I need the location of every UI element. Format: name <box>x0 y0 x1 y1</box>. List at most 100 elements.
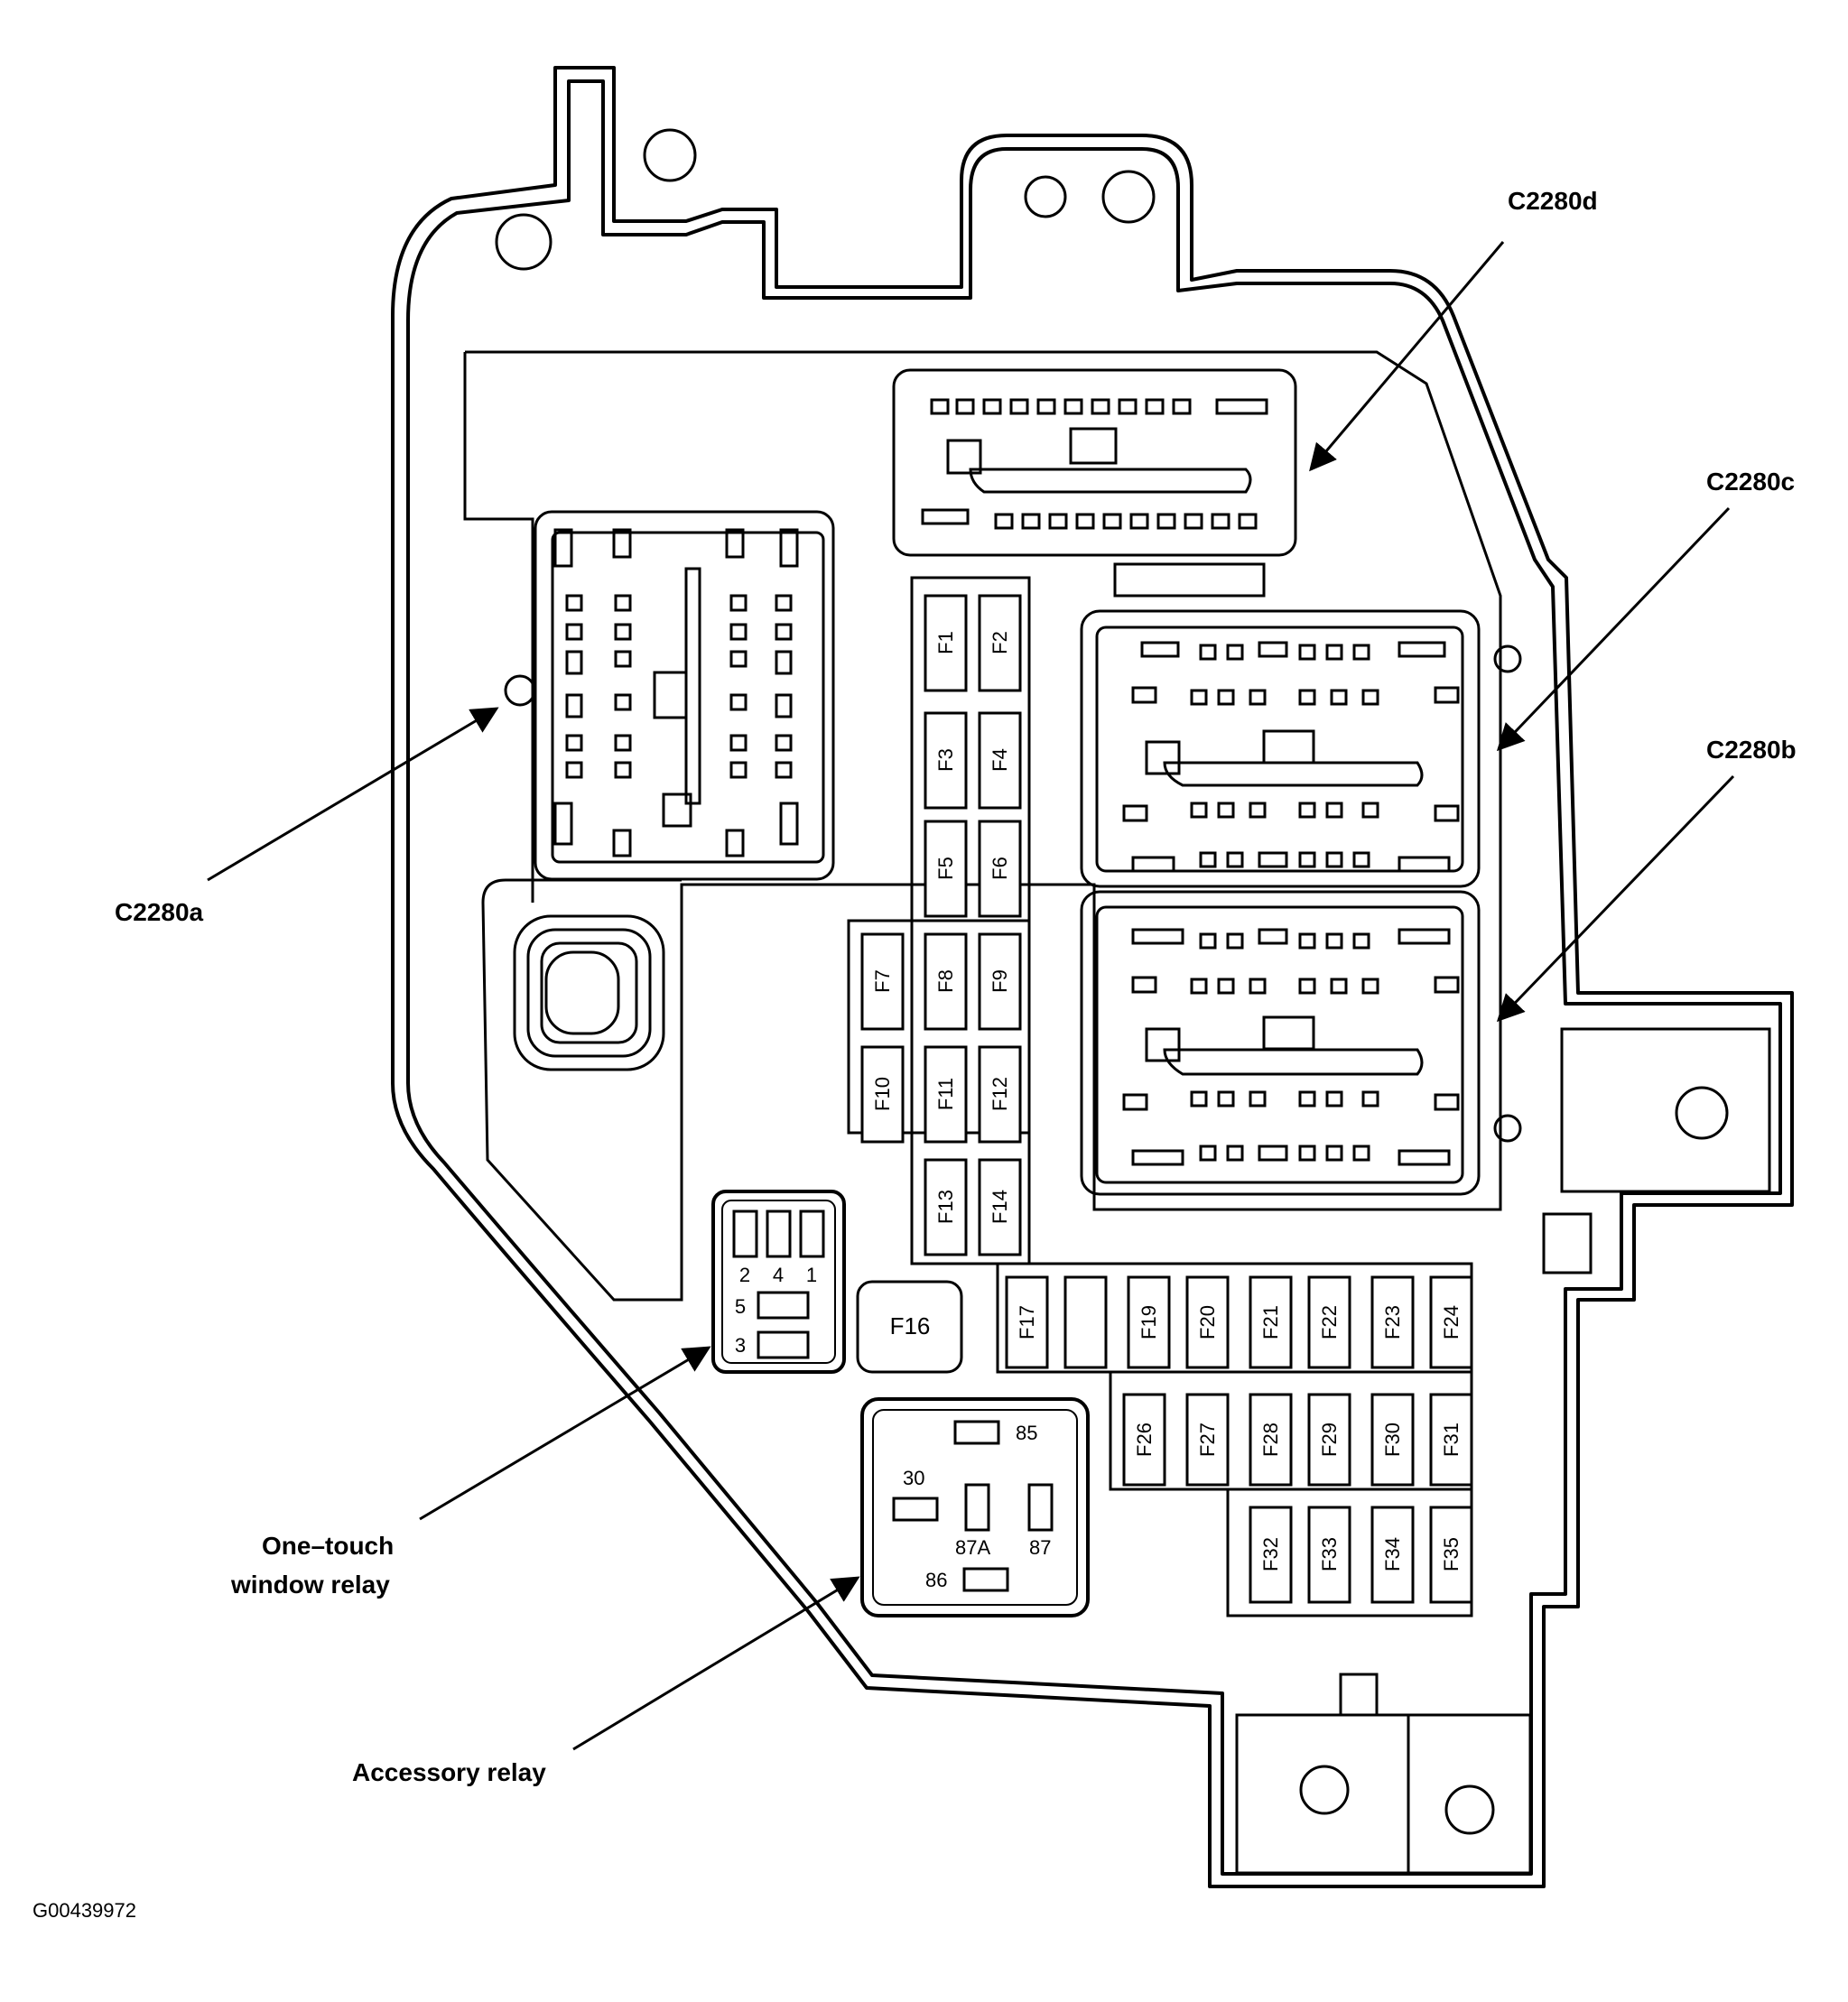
fuse-label-f35: F35 <box>1440 1537 1463 1571</box>
fuse-f28 <box>1249 1393 1293 1487</box>
fuse-labels: F1 F2 F3 F4 F5 F6 F7 F8 F9 F10 F11 F12 F… <box>871 631 1463 1571</box>
c2280d-pins-top <box>930 398 1268 415</box>
fuse-f26 <box>1122 1393 1166 1487</box>
connector-c2280d <box>892 368 1297 557</box>
arrow-c2280d <box>1309 241 1505 472</box>
arrow-one-touch-relay <box>419 1346 711 1521</box>
fuse-label-f27: F27 <box>1196 1423 1219 1457</box>
fuse-label-f8: F8 <box>934 969 957 993</box>
fuse-f16 <box>856 1280 963 1374</box>
fuse-label-f30: F30 <box>1381 1423 1404 1457</box>
connector-c2280a <box>504 510 835 881</box>
relay-pin-2: 2 <box>739 1264 750 1286</box>
fuse-f1 <box>924 594 968 692</box>
callout-accessory-relay: Accessory relay <box>352 1758 546 1786</box>
arrow-accessory-relay <box>572 1576 860 1751</box>
fuse-f5 <box>924 820 968 918</box>
fuse-f11 <box>924 1045 968 1144</box>
relay-pin-4: 4 <box>773 1264 784 1286</box>
fuse-f6 <box>978 820 1022 918</box>
fuse-label-f20: F20 <box>1196 1305 1219 1339</box>
fuse-label-f34: F34 <box>1381 1537 1404 1571</box>
fuse-f27 <box>1185 1393 1230 1487</box>
fuse-f13 <box>924 1158 968 1256</box>
fuse-label-f31: F31 <box>1440 1423 1463 1457</box>
fuse-f20 <box>1185 1275 1230 1369</box>
relay-pin-85: 85 <box>1016 1422 1037 1444</box>
callout-c2280b: C2280b <box>1706 736 1797 764</box>
callout-c2280a: C2280a <box>115 898 204 926</box>
c2280a-pins <box>553 528 799 857</box>
fuse-f21 <box>1249 1275 1293 1369</box>
fuse-f7 <box>860 932 905 1031</box>
fuse-label-f17: F17 <box>1016 1305 1038 1339</box>
mounting-holes <box>495 128 1729 1835</box>
fuse-f35 <box>1429 1506 1473 1604</box>
mounting-tabs <box>1235 1027 1771 1875</box>
fuse-label-f5: F5 <box>934 857 957 880</box>
fuse-label-f10: F10 <box>871 1077 894 1111</box>
c2280d-pins-bottom <box>921 508 1258 530</box>
fuse-label-f23: F23 <box>1381 1305 1404 1339</box>
fuse-f10 <box>860 1045 905 1144</box>
fuse-label-f11: F11 <box>934 1078 957 1110</box>
fuse-label-f29: F29 <box>1318 1423 1341 1457</box>
one-touch-window-relay-socket: 2 4 1 5 3 <box>711 1190 846 1374</box>
fuse-f24 <box>1429 1275 1473 1369</box>
fuse-label-f9: F9 <box>989 969 1011 993</box>
fuse-label-f21: F21 <box>1259 1305 1282 1339</box>
relay-pin-5: 5 <box>735 1295 746 1318</box>
fuse-f22 <box>1307 1275 1351 1369</box>
c2280b-pins <box>1122 928 1460 1166</box>
housing-outline <box>391 66 1794 1888</box>
fuse-label-f3: F3 <box>934 748 957 772</box>
fuse-label-f14: F14 <box>989 1190 1011 1224</box>
fuse-label-f16: F16 <box>890 1312 931 1339</box>
fuse-label-f13: F13 <box>934 1190 957 1224</box>
relay-pin-3: 3 <box>735 1334 746 1357</box>
relay-pin-87a: 87A <box>955 1536 990 1559</box>
callout-c2280c: C2280c <box>1706 468 1795 496</box>
fuse-f14 <box>978 1158 1022 1256</box>
fuse-f19 <box>1127 1275 1171 1369</box>
fuse-f31 <box>1429 1393 1473 1487</box>
figure-id: G00439972 <box>33 1899 136 1922</box>
fuse-f33 <box>1307 1506 1351 1604</box>
connector-c2280c <box>1080 562 1522 888</box>
fuse-f17 <box>1005 1275 1049 1369</box>
callout-arrows <box>207 241 1735 1751</box>
callout-one-touch-line1: One–touch <box>262 1532 394 1560</box>
fuse-f23 <box>1370 1275 1415 1369</box>
fuse-label-f19: F19 <box>1138 1305 1160 1339</box>
relay-pin-86: 86 <box>925 1569 947 1591</box>
arrow-c2280a <box>207 707 499 882</box>
fuse-f4 <box>978 711 1022 810</box>
callout-labels: C2280d C2280c C2280b C2280a One–touch wi… <box>115 187 1797 1786</box>
fuse-f8 <box>924 932 968 1031</box>
fuse-f2 <box>978 594 1022 692</box>
fuse-label-f4: F4 <box>989 748 1011 772</box>
relay-pin-1: 1 <box>806 1264 817 1286</box>
accessory-relay-socket: 85 30 87A 87 86 <box>860 1397 1090 1617</box>
fuse-f12 <box>978 1045 1022 1144</box>
fuse-label-f24: F24 <box>1440 1305 1463 1339</box>
callout-c2280d: C2280d <box>1508 187 1598 215</box>
fuse-label-f1: F1 <box>934 631 957 654</box>
fuse-label-f2: F2 <box>989 631 1011 654</box>
fuse-label-f28: F28 <box>1259 1423 1282 1457</box>
connector-c2280b <box>1080 890 1522 1196</box>
fuse-label-f7: F7 <box>871 969 894 993</box>
arrow-c2280b <box>1496 774 1735 1023</box>
fuse-label-f26: F26 <box>1133 1423 1156 1457</box>
relay-pin-30: 30 <box>903 1467 924 1489</box>
fuse-label-f22: F22 <box>1318 1305 1341 1339</box>
fuse-label-f6: F6 <box>989 857 1011 880</box>
callout-one-touch-line2: window relay <box>230 1571 390 1599</box>
fuse-f29 <box>1307 1393 1351 1487</box>
fuse-slot-empty <box>1063 1275 1108 1369</box>
fuse-f9 <box>978 932 1022 1031</box>
fuse-bodies <box>856 594 1473 1604</box>
arrow-c2280c <box>1496 506 1731 752</box>
fuse-label-f12: F12 <box>989 1077 1011 1111</box>
